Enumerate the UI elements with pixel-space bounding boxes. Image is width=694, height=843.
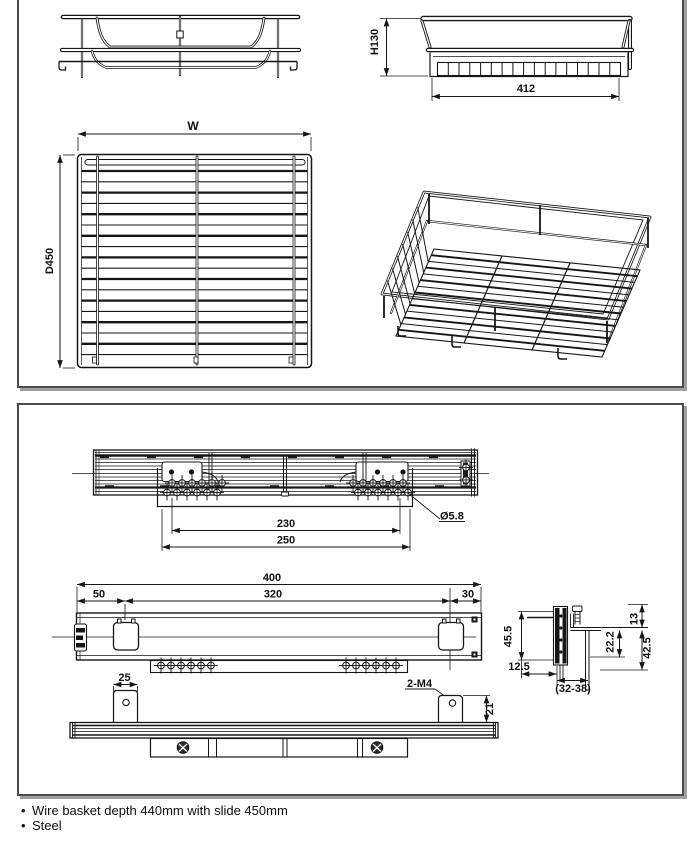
basket-top-view: W D450 (44, 119, 313, 369)
dim-label-13: 13 (629, 613, 641, 625)
slide-rail-lines (95, 452, 476, 492)
basket-wires (81, 169, 308, 356)
basket-isometric-view (380, 190, 652, 360)
dim-label-320: 320 (264, 589, 282, 601)
basket-iso-base-wires (398, 254, 638, 352)
screw-head-right (370, 741, 384, 754)
note-item-material: • Steel (21, 818, 288, 833)
thread-callout-2m4: 2-M4 (407, 678, 433, 690)
basket-iso-side-wires (387, 207, 429, 325)
dim-label-32-38: (32-38) (555, 683, 591, 695)
section-screw (572, 605, 583, 625)
note-item-depth: • Wire basket depth 440mm with slide 450m… (21, 803, 288, 818)
dim-label-12-5: 12.5 (508, 661, 529, 673)
dim-label-42-5: 42.5 (642, 637, 654, 658)
dim-label-30: 30 (462, 589, 474, 601)
basket-front-view (58, 14, 302, 79)
dim-label-400: 400 (263, 572, 281, 584)
bullet-icon: • (21, 818, 26, 833)
basket-side-view: H130 412 (369, 15, 635, 101)
dim-label-25: 25 (118, 672, 130, 684)
dim-label-d450: D450 (44, 248, 56, 274)
dim-label-h130: H130 (369, 29, 381, 55)
note-text-depth: Wire basket depth 440mm with slide 450mm (32, 803, 288, 818)
notes: • Wire basket depth 440mm with slide 450m… (21, 803, 288, 833)
hole-diameter-callout: Ø5.8 (440, 511, 464, 523)
dim-label-230: 230 (277, 518, 295, 530)
dim-label-250: 250 (277, 535, 295, 547)
slide-plan-view: 400 50 320 30 (52, 572, 483, 674)
dim-label-50: 50 (93, 589, 105, 601)
dim-label-45-5: 45.5 (503, 626, 515, 647)
slide-side-view: 230 250 Ø5.8 (72, 448, 489, 551)
dim-label-412: 412 (517, 83, 535, 95)
bullet-icon: • (21, 803, 26, 818)
note-text-material: Steel (32, 818, 62, 833)
dim-label-w: W (187, 119, 199, 133)
dim-label-21: 21 (484, 703, 496, 715)
slide-front-view: 25 2-M4 21 (69, 672, 499, 758)
dim-label-22-2: 22.2 (605, 631, 617, 652)
screw-head-left (176, 741, 190, 754)
slide-section-view: 45.5 12.5 22.2 13 (503, 604, 654, 695)
